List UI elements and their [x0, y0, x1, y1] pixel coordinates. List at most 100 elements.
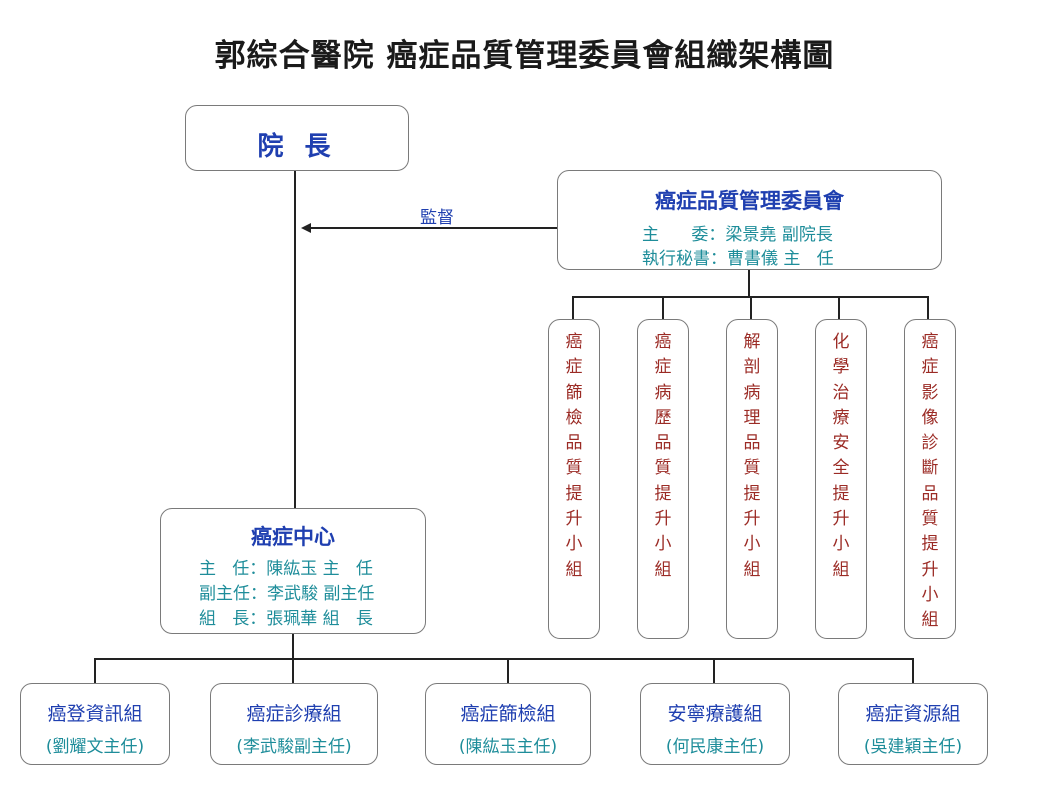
group-head: (陳紘玉主任)	[458, 737, 558, 757]
subcommittee-node: 癌症病歷品質提升小組	[637, 319, 689, 639]
subcommittee-node: 化學治療安全提升小組	[815, 319, 867, 639]
subcommittee-char: 安	[832, 433, 850, 454]
subcommittee-char: 全	[832, 458, 850, 479]
center-leader-line: 組 長：張珮華 組 長	[199, 609, 373, 629]
committee-chair: 主 委：梁景堯 副院長	[642, 225, 833, 245]
subcommittee-char: 升	[832, 509, 850, 530]
center-director-line: 主 任：陳紘玉 主 任	[199, 559, 373, 579]
supervision-arrow-head	[301, 223, 311, 233]
subcommittee-char: 組	[832, 559, 850, 580]
subcommittee-label: 癌症病歷品質提升小組	[638, 330, 688, 583]
subcommittee-char: 組	[654, 559, 672, 580]
subcommittee-char: 升	[565, 509, 583, 530]
subcommittee-char: 化	[832, 332, 850, 352]
subcommittee-node: 癌症影像診斷品質提升小組	[904, 319, 956, 639]
connector-center-down	[292, 634, 294, 659]
subcommittee-char: 症	[654, 357, 672, 378]
subcommittee-char: 提	[832, 483, 850, 504]
group-head: (何民康主任)	[665, 737, 765, 757]
subcommittee-char: 症	[565, 357, 583, 378]
subcommittee-char: 篩	[565, 382, 583, 403]
subcommittee-char: 升	[921, 559, 939, 580]
group-name: 癌登資訊組	[47, 703, 143, 725]
connector-sub-3	[750, 296, 752, 320]
subcommittee-char: 質	[743, 458, 761, 479]
subcommittee-node: 癌症篩檢品質提升小組	[548, 319, 600, 639]
subcommittee-char: 提	[654, 483, 672, 504]
subcommittee-char: 影	[921, 382, 939, 403]
group-name: 安寧療護組	[667, 703, 763, 725]
subcommittee-char: 品	[921, 483, 939, 504]
subcommittee-char: 療	[832, 407, 850, 428]
connector-group-1	[94, 658, 96, 683]
subcommittee-char: 質	[565, 458, 583, 479]
subcommittee-char: 小	[921, 584, 939, 605]
subcommittee-char: 癌	[565, 332, 583, 352]
group-head: (李武駿副主任)	[236, 737, 352, 757]
subcommittee-char: 剖	[743, 357, 761, 378]
subcommittee-char: 質	[654, 458, 672, 479]
connector-sub-2	[662, 296, 664, 320]
subcommittee-label: 癌症篩檢品質提升小組	[549, 330, 599, 583]
subcommittee-char: 組	[743, 559, 761, 580]
subcommittee-char: 解	[743, 332, 761, 352]
subcommittee-char: 升	[654, 509, 672, 530]
group-node: 安寧療護組 (何民康主任)	[640, 683, 790, 765]
connector-group-2	[292, 658, 294, 683]
subcommittee-char: 組	[565, 559, 583, 580]
subcommittee-label: 化學治療安全提升小組	[816, 330, 866, 583]
connector-director-center	[294, 171, 296, 509]
connector-group-5	[912, 658, 914, 683]
supervision-arrow-line	[309, 227, 557, 229]
subcommittee-label: 解剖病理品質提升小組	[727, 330, 777, 583]
subcommittee-char: 斷	[921, 458, 939, 479]
subcommittee-char: 品	[565, 433, 583, 454]
subcommittee-node: 解剖病理品質提升小組	[726, 319, 778, 639]
subcommittee-char: 癌	[921, 332, 939, 352]
connector-sub-4	[838, 296, 840, 320]
subcommittee-char: 提	[921, 534, 939, 555]
subcommittee-char: 質	[921, 509, 939, 530]
group-head: (吳建穎主任)	[863, 737, 963, 757]
subcommittee-char: 癌	[654, 332, 672, 352]
subcommittee-char: 小	[654, 534, 672, 555]
subcommittee-char: 理	[743, 407, 761, 428]
group-node: 癌症篩檢組 (陳紘玉主任)	[425, 683, 591, 765]
group-name: 癌症診療組	[246, 703, 342, 725]
group-node: 癌症診療組 (李武駿副主任)	[210, 683, 378, 765]
chart-title: 郭綜合醫院 癌症品質管理委員會組織架構圖	[214, 38, 835, 74]
committee-name: 癌症品質管理委員會	[655, 189, 844, 213]
group-name: 癌症篩檢組	[460, 703, 556, 725]
connector-group-3	[507, 658, 509, 683]
group-name: 癌症資源組	[865, 703, 961, 725]
subcommittee-char: 品	[743, 433, 761, 454]
subcommittee-label: 癌症影像診斷品質提升小組	[905, 330, 955, 634]
connector-committee-down	[748, 270, 750, 297]
subcommittee-char: 小	[832, 534, 850, 555]
connector-sub-1	[572, 296, 574, 320]
supervision-label: 監督	[420, 208, 454, 228]
connector-group-4	[713, 658, 715, 683]
subcommittee-char: 品	[654, 433, 672, 454]
subcommittee-char: 像	[921, 407, 939, 428]
subcommittee-char: 提	[743, 483, 761, 504]
committee-secretary: 執行秘書：曹書儀 主 任	[642, 249, 834, 269]
subcommittee-char: 小	[565, 534, 583, 555]
group-head: (劉耀文主任)	[45, 737, 145, 757]
cancer-center-name: 癌症中心	[251, 525, 335, 549]
subcommittee-char: 歷	[654, 407, 672, 428]
subcommittee-char: 檢	[565, 407, 583, 428]
connector-group-bus	[94, 658, 914, 660]
director-node: 院 長	[185, 105, 409, 171]
subcommittee-char: 病	[654, 382, 672, 403]
subcommittee-char: 升	[743, 509, 761, 530]
group-node: 癌登資訊組 (劉耀文主任)	[20, 683, 170, 765]
subcommittee-char: 病	[743, 382, 761, 403]
connector-sub-5	[927, 296, 929, 320]
subcommittee-char: 提	[565, 483, 583, 504]
director-label: 院 長	[257, 132, 337, 162]
subcommittee-char: 小	[743, 534, 761, 555]
subcommittee-char: 治	[832, 382, 850, 403]
subcommittee-char: 症	[921, 357, 939, 378]
committee-node: 癌症品質管理委員會 主 委：梁景堯 副院長 執行秘書：曹書儀 主 任	[557, 170, 942, 270]
